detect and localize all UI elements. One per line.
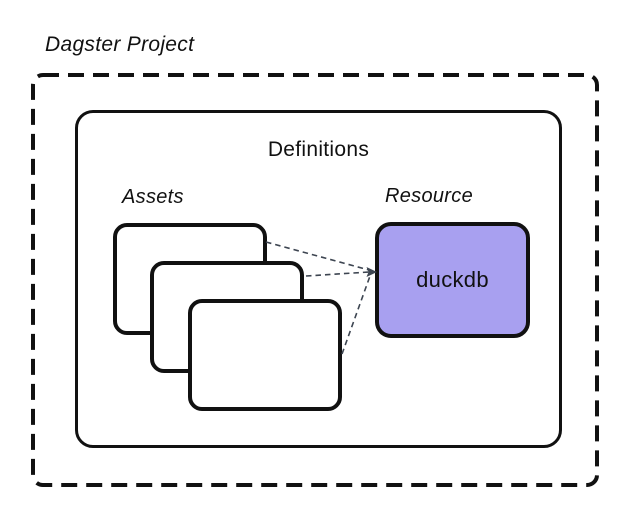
definitions-label: Definitions <box>267 138 370 161</box>
resource-label: Resource <box>385 185 473 207</box>
resource-name-label: duckdb <box>416 267 489 292</box>
diagram-title: Dagster Project <box>45 33 195 56</box>
assets-label: Assets <box>122 186 184 208</box>
asset-card-front <box>188 299 342 411</box>
resource-box-duckdb: duckdb <box>375 222 530 338</box>
